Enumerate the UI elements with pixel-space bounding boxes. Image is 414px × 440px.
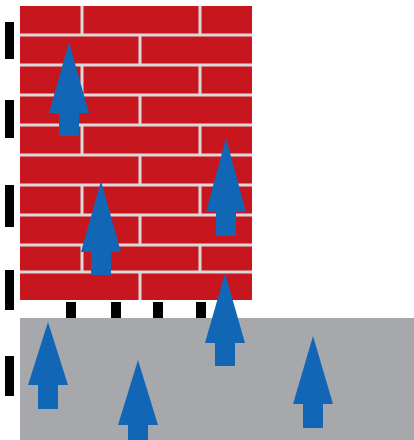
brick-wall bbox=[20, 6, 252, 300]
dash-marker bbox=[5, 100, 14, 138]
dash-marker bbox=[196, 302, 206, 318]
dash-marker bbox=[66, 302, 76, 318]
dash-marker bbox=[5, 22, 14, 59]
dash-marker bbox=[153, 302, 163, 318]
brick-wall-fill bbox=[20, 6, 252, 300]
dash-marker bbox=[5, 185, 14, 227]
dash-marker bbox=[5, 356, 14, 396]
dash-marker bbox=[5, 270, 14, 310]
dash-marker bbox=[111, 302, 121, 318]
